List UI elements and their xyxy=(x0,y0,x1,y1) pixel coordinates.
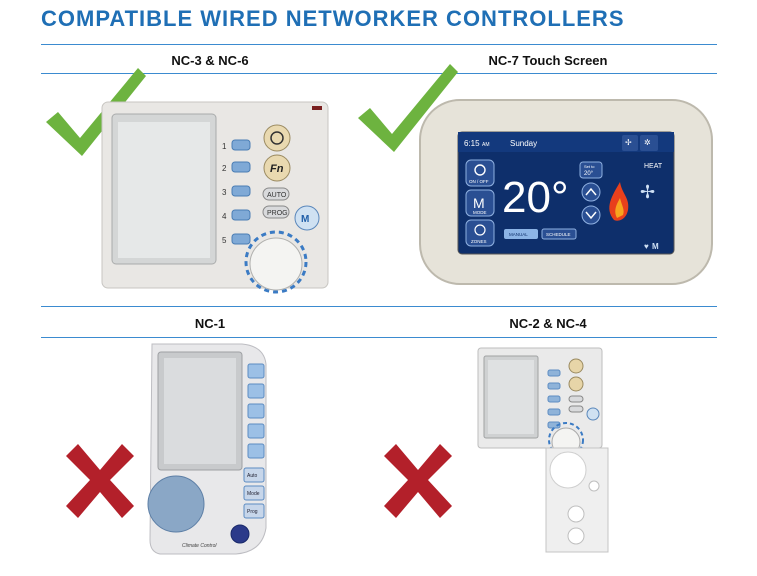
mode-key: Mode xyxy=(247,491,260,497)
prog-key: Prog xyxy=(247,509,258,515)
controller-image-nc3-nc6: 1 2 3 4 5 Fn AUTO PROG M xyxy=(101,101,329,294)
chevron-down-icon xyxy=(581,205,601,225)
heart-icon: ♥ xyxy=(644,242,649,251)
set-to-label: Set to xyxy=(584,164,595,169)
zones-icon xyxy=(474,224,486,236)
controller-label-nc1: NC-1 xyxy=(194,316,226,331)
manual-label: MANUAL xyxy=(509,232,528,237)
zones-label: ZONES xyxy=(471,239,487,244)
section-rule-bottom xyxy=(41,337,717,338)
on-off-label: ON / OFF xyxy=(469,179,489,184)
button-label: 2 xyxy=(222,164,227,173)
on-off-button xyxy=(465,159,495,187)
schedule-button xyxy=(541,228,577,240)
set-to-box xyxy=(579,161,603,179)
auto-key: Auto xyxy=(247,473,258,479)
controller-image-nc7: 6:15 AM Sunday FAN MENU ✢ ✲ ON / OFF M M… xyxy=(419,99,713,285)
button-label: 3 xyxy=(222,188,227,197)
section-rule-top xyxy=(41,73,717,74)
menu-button xyxy=(640,135,658,151)
dial-knob xyxy=(147,475,205,533)
temperature-readout: 20° xyxy=(502,173,569,222)
schedule-label: SCHEDULE xyxy=(546,232,571,237)
heat-label: HEAT xyxy=(644,163,663,170)
section-rule-middle xyxy=(41,306,717,307)
round-button xyxy=(230,524,250,544)
controller-label-nc2-nc4: NC-2 & NC-4 xyxy=(509,316,587,331)
mode-label: MODE xyxy=(473,210,487,215)
cross-icon xyxy=(384,444,452,518)
brand-logo: M xyxy=(652,242,659,251)
cross-icon xyxy=(66,444,134,518)
manual-button xyxy=(504,229,538,239)
controller-image-nc1: Auto Mode Prog Climate Control xyxy=(147,343,267,555)
fan-button xyxy=(622,135,638,151)
page-title: COMPATIBLE WIRED NETWORKER CONTROLLERS xyxy=(41,6,625,31)
title-rule xyxy=(41,44,717,45)
check-icon xyxy=(358,64,458,152)
button-label: 5 xyxy=(222,236,227,245)
mode-key: M xyxy=(301,214,309,225)
controller-label-nc3-nc6: NC-3 & NC-6 xyxy=(171,53,249,68)
screen-day: Sunday xyxy=(510,139,537,148)
button-label: 1 xyxy=(222,142,227,151)
power-icon xyxy=(270,131,284,145)
controller-label-nc7: NC-7 Touch Screen xyxy=(488,53,608,68)
mode-letter: M xyxy=(473,195,485,211)
mode-button xyxy=(465,189,495,217)
button-label: 4 xyxy=(222,212,227,221)
dial-knob xyxy=(249,237,303,291)
auto-key: AUTO xyxy=(267,192,287,199)
fan-icon: ✢ xyxy=(625,138,632,147)
fan-icon: ✢ xyxy=(640,182,655,202)
gear-icon: ✲ xyxy=(644,138,651,147)
set-to-value: 20° xyxy=(584,171,594,177)
check-icon xyxy=(46,68,146,156)
controller-image-nc2-nc4 xyxy=(477,347,609,553)
screen-time: 6:15 xyxy=(464,139,480,148)
fn-key: Fn xyxy=(270,163,284,175)
zones-button xyxy=(465,219,495,247)
brand-signature: Climate Control xyxy=(182,543,217,549)
chevron-up-icon xyxy=(581,182,601,202)
screen-ampm: AM xyxy=(482,142,490,148)
prog-key: PROG xyxy=(267,210,288,217)
power-icon xyxy=(474,164,486,176)
